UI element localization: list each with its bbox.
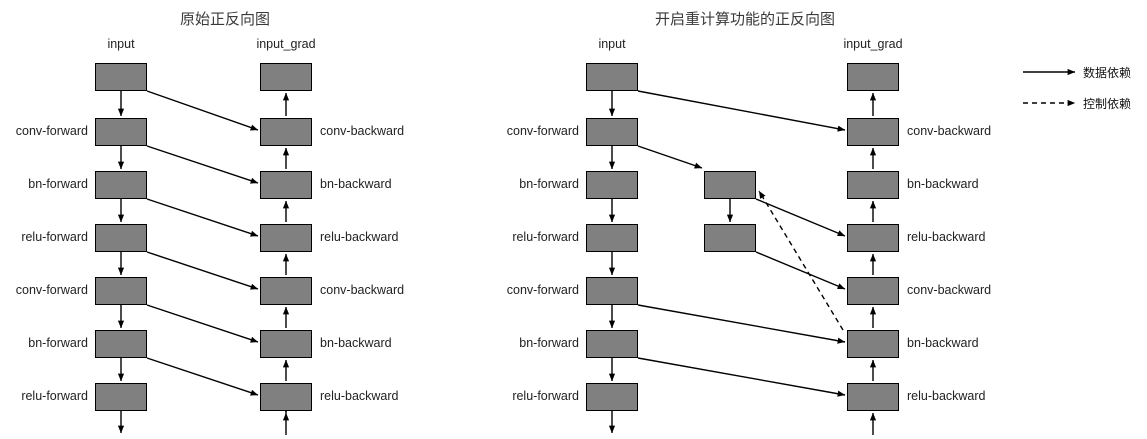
node-original-bn-backward-2[interactable] (260, 330, 312, 358)
node-recompute-relu-forward-1[interactable] (586, 224, 638, 252)
node-recompute-conv-backward-1[interactable] (847, 118, 899, 146)
edge-data-recompute-17 (755, 198, 846, 237)
row-label-left-recompute-2: bn-forward (519, 177, 579, 191)
node-original-input-grad-node[interactable] (260, 63, 312, 91)
row-label-left-original-6: relu-forward (21, 389, 88, 403)
node-recompute-relu-backward-2[interactable] (847, 383, 899, 411)
edge-data-recompute-19 (637, 304, 846, 344)
row-label-left-recompute-3: relu-forward (512, 230, 579, 244)
edge-data-original-16 (146, 145, 259, 184)
node-recompute-bn-backward-1[interactable] (847, 171, 899, 199)
node-original-relu-forward-2[interactable] (95, 383, 147, 411)
legend-label-0: 数据依赖 (1083, 66, 1132, 80)
node-recompute-relu-recompute[interactable] (704, 224, 756, 252)
row-label-left-recompute-6: relu-forward (512, 389, 579, 403)
row-label-left-original-5: bn-forward (28, 336, 88, 350)
node-recompute-conv-forward-2[interactable] (586, 277, 638, 305)
row-label-right-recompute-5: bn-backward (907, 336, 979, 350)
row-label-left-original-2: bn-forward (28, 177, 88, 191)
edge-control-recompute-0 (758, 190, 844, 331)
node-original-conv-backward-2[interactable] (260, 277, 312, 305)
node-recompute-conv-forward-1[interactable] (586, 118, 638, 146)
edge-data-recompute-18 (755, 251, 846, 290)
node-recompute-relu-backward-1[interactable] (847, 224, 899, 252)
column-header-backward: input_grad (256, 37, 316, 51)
node-original-relu-forward-1[interactable] (95, 224, 147, 252)
edge-data-recompute-14 (637, 90, 846, 132)
column-header-forward: input (598, 37, 626, 51)
node-original-bn-forward-1[interactable] (95, 171, 147, 199)
diagram-title-recompute: 开启重计算功能的正反向图 (654, 10, 835, 28)
diagram-title-original: 原始正反向图 (179, 10, 270, 28)
node-recompute-bn-recompute[interactable] (704, 171, 756, 199)
edge-data-recompute-15 (637, 145, 703, 169)
row-label-left-original-4: conv-forward (15, 283, 88, 297)
row-label-right-recompute-2: bn-backward (907, 177, 979, 191)
node-original-conv-forward-1[interactable] (95, 118, 147, 146)
edge-data-recompute-20 (637, 357, 846, 397)
node-recompute-relu-forward-2[interactable] (586, 383, 638, 411)
node-original-bn-backward-1[interactable] (260, 171, 312, 199)
edge-data-original-20 (146, 357, 259, 396)
node-original-bn-forward-2[interactable] (95, 330, 147, 358)
row-label-right-original-3: relu-backward (320, 230, 399, 244)
row-label-right-original-2: bn-backward (320, 177, 392, 191)
node-original-relu-backward-2[interactable] (260, 383, 312, 411)
node-recompute-bn-forward-1[interactable] (586, 171, 638, 199)
legend-label-1: 控制依赖 (1083, 97, 1132, 111)
column-header-backward: input_grad (843, 37, 903, 51)
row-label-right-recompute-1: conv-backward (907, 124, 992, 138)
node-original-relu-backward-1[interactable] (260, 224, 312, 252)
edge-data-original-18 (146, 251, 259, 290)
node-original-conv-forward-2[interactable] (95, 277, 147, 305)
row-label-right-original-1: conv-backward (320, 124, 405, 138)
column-header-forward: input (107, 37, 135, 51)
row-label-right-recompute-3: relu-backward (907, 230, 986, 244)
node-recompute-bn-backward-2[interactable] (847, 330, 899, 358)
node-recompute-input-node[interactable] (586, 63, 638, 91)
node-recompute-input-grad-node[interactable] (847, 63, 899, 91)
row-label-right-original-5: bn-backward (320, 336, 392, 350)
row-label-left-original-3: relu-forward (21, 230, 88, 244)
node-recompute-conv-backward-2[interactable] (847, 277, 899, 305)
row-label-left-recompute-4: conv-forward (506, 283, 579, 297)
row-label-left-recompute-1: conv-forward (506, 124, 579, 138)
row-label-left-original-1: conv-forward (15, 124, 88, 138)
edge-data-original-17 (146, 198, 259, 237)
row-label-right-original-6: relu-backward (320, 389, 399, 403)
row-label-left-recompute-5: bn-forward (519, 336, 579, 350)
row-label-right-recompute-4: conv-backward (907, 283, 992, 297)
node-recompute-bn-forward-2[interactable] (586, 330, 638, 358)
edge-data-original-19 (146, 304, 259, 343)
node-original-input-node[interactable] (95, 63, 147, 91)
node-original-conv-backward-1[interactable] (260, 118, 312, 146)
row-label-right-original-4: conv-backward (320, 283, 405, 297)
edge-data-original-15 (146, 90, 259, 131)
row-label-right-recompute-6: relu-backward (907, 389, 986, 403)
